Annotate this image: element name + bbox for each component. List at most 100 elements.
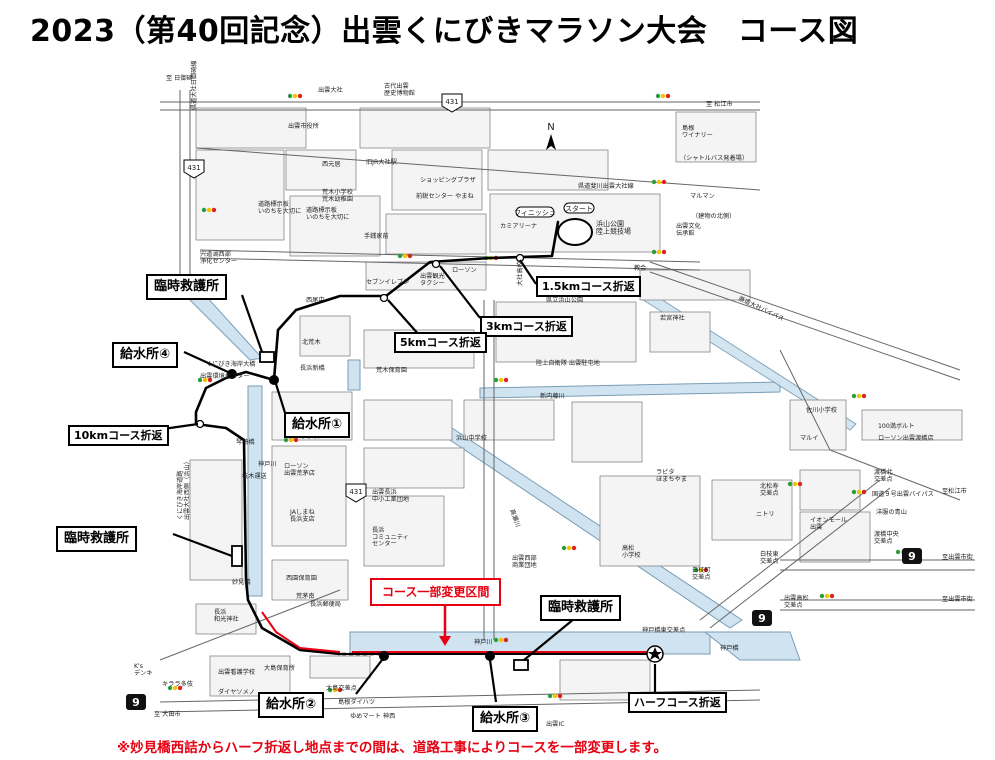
callout-water-4: 給水所④	[112, 342, 179, 368]
svg-text:県立浜山公園: 県立浜山公園	[546, 296, 583, 304]
callout-temp-aid-3: 臨時救護所	[540, 595, 622, 621]
callout-turn-1-5k: 1.5kmコース折返	[536, 276, 641, 297]
svg-text:琴崎橋: 琴崎橋	[236, 438, 255, 446]
callout-turn-3k: 3kmコース折返	[480, 316, 573, 337]
svg-text:マルイ: マルイ	[800, 435, 819, 442]
water-1-dot	[269, 375, 279, 385]
course-markers	[195, 253, 664, 671]
svg-text:宍道湖西部浄化センター: 宍道湖西部浄化センター	[200, 250, 237, 265]
svg-text:JAしまね長浜支店: JAしまね長浜支店	[289, 509, 315, 523]
svg-text:陸上自衛隊 出雲駐屯地: 陸上自衛隊 出雲駐屯地	[536, 359, 600, 367]
svg-text:ダイヤソメノ: ダイヤソメノ	[218, 688, 255, 696]
start-label: スタート	[565, 204, 593, 213]
svg-text:出雲文化伝承館: 出雲文化伝承館	[676, 222, 701, 237]
svg-text:出雲観光タクシー: 出雲観光タクシー	[420, 272, 445, 287]
svg-text:佐川小学校: 佐川小学校	[806, 406, 837, 414]
svg-text:洋服の青山: 洋服の青山	[876, 508, 907, 516]
svg-text:ローソン: ローソン	[452, 267, 477, 274]
callout-turn-5k: 5kmコース折返	[394, 332, 487, 353]
callout-water-1: 給水所①	[284, 412, 351, 438]
svg-text:くにびき海岸大橋: くにびき海岸大橋	[206, 360, 256, 368]
venue-label: 浜山公園陸上競技場	[596, 219, 631, 236]
label-to-matsue: 至 松江市	[706, 100, 733, 108]
svg-text:白枝町交差点: 白枝町交差点	[692, 566, 711, 581]
svg-text:ゆめマート 神西: ゆめマート 神西	[350, 712, 395, 720]
svg-text:ニトリ: ニトリ	[756, 511, 775, 518]
svg-text:新内藤川: 新内藤川	[540, 392, 565, 400]
callout-water-3: 給水所③	[472, 706, 539, 732]
svg-text:（シャトルバス発着場）: （シャトルバス発着場）	[680, 154, 748, 162]
north-arrow-icon: N	[546, 122, 556, 150]
canal-left	[247, 385, 263, 597]
course-change-note: ※妙見橋西詰からハーフ折返し地点までの間は、道路工事によりコースを一部変更します…	[117, 740, 668, 756]
svg-text:キララ多伎: キララ多伎	[162, 680, 193, 688]
callout-water-2: 給水所②	[258, 692, 325, 718]
svg-text:神戸川: 神戸川	[258, 460, 277, 468]
svg-text:荒茅南: 荒茅南	[296, 592, 315, 600]
label-to-oda: 至 大田市	[154, 710, 181, 718]
leader-lines	[155, 259, 657, 703]
route-sign: 431	[187, 164, 200, 172]
page-title: 2023（第40回記念）出雲くにびきマラソン大会 コース図	[30, 14, 859, 49]
svg-text:西尾中: 西尾中	[306, 296, 325, 304]
svg-text:カミアリーナ: カミアリーナ	[500, 223, 537, 230]
turn-5k-dot	[379, 293, 389, 303]
svg-text:（建物の北側）: （建物の北側）	[692, 212, 735, 220]
svg-text:県道斐川出雲大社線: 県道斐川出雲大社線	[578, 182, 634, 190]
svg-text:島根ワイナリー: 島根ワイナリー	[682, 124, 713, 139]
svg-text:長浜新橋: 長浜新橋	[300, 364, 326, 372]
svg-text:出雲IC: 出雲IC	[546, 720, 565, 728]
svg-text:荒木小学校荒木幼稚園: 荒木小学校荒木幼稚園	[322, 188, 353, 203]
svg-text:妙見橋: 妙見橋	[232, 578, 251, 586]
svg-text:長浜コミュニティセンター: 長浜コミュニティセンター	[372, 526, 409, 548]
svg-text:出雲西部商業団地: 出雲西部商業団地	[512, 554, 537, 569]
svg-text:浜山中学校: 浜山中学校	[456, 434, 487, 442]
svg-text:荒木保育園: 荒木保育園	[376, 366, 407, 374]
route-sign: 431	[349, 488, 362, 496]
callout-turn-half: ハーフコース折返	[628, 692, 727, 713]
svg-text:くにびき海岸道路出雲大社西側（浜山）: くにびき海岸道路出雲大社西側（浜山）	[176, 458, 191, 520]
svg-text:ローソン出雲渡橋店: ローソン出雲渡橋店	[878, 434, 934, 442]
map-labels: 至 日御碕 至 松江市 至松江市 至出雲市街 至出雲市街 至 大田市 出雲大社 …	[134, 61, 973, 729]
svg-text:大社高校: 大社高校	[516, 261, 524, 286]
svg-text:神戸川: 神戸川	[474, 638, 493, 646]
route-sign: 9	[908, 550, 916, 563]
water-2-dot	[379, 651, 389, 661]
svg-text:旧JR大社駅: 旧JR大社駅	[366, 158, 397, 166]
svg-text:出雲看護学校: 出雲看護学校	[218, 668, 255, 676]
svg-text:出雲市役所: 出雲市役所	[288, 122, 319, 130]
route-shields: 431 431 431 9 9 9	[126, 93, 922, 710]
svg-text:大島保育所: 大島保育所	[264, 664, 295, 672]
svg-text:セブンイレブン: セブンイレブン	[366, 278, 409, 286]
svg-text:大島交差点: 大島交差点	[326, 684, 357, 692]
shinnai-river	[479, 381, 781, 399]
svg-text:若宮神社: 若宮神社	[660, 314, 685, 322]
aid-square-2	[231, 545, 243, 567]
start-finish: フィニッシュ スタート 浜山公園陸上競技場	[514, 202, 631, 236]
svg-text:前鋭センター やまね: 前鋭センター やまね	[416, 192, 474, 200]
turn-half-marker	[646, 645, 664, 663]
route-sign: 431	[445, 98, 458, 106]
finish-label: フィニッシュ	[514, 209, 556, 217]
svg-text:県道大社日御碕線: 県道大社日御碕線	[190, 61, 198, 111]
svg-text:出雲長浜中小工業団地: 出雲長浜中小工業団地	[372, 488, 409, 503]
svg-text:北荒木: 北荒木	[302, 338, 321, 346]
svg-text:道路標示板いのちを大切に: 道路標示板いのちを大切に	[306, 206, 349, 221]
svg-text:ローソン出雲荒茅店: ローソン出雲荒茅店	[284, 463, 315, 477]
svg-text:長浜和光神社: 長浜和光神社	[214, 608, 239, 623]
callout-temp-aid-1: 臨時救護所	[146, 274, 228, 300]
svg-text:マルマン: マルマン	[690, 193, 715, 200]
svg-text:ラピタほまちやま: ラピタほまちやま	[656, 468, 687, 483]
svg-text:渡橋中央交差点: 渡橋中央交差点	[874, 530, 900, 545]
svg-text:神戸橋: 神戸橋	[720, 644, 739, 652]
label-to-hinomisaki: 至 日御碕	[166, 74, 193, 82]
svg-text:国道９号出雲バイパス: 国道９号出雲バイパス	[872, 490, 934, 498]
label-to-matsue-right: 至松江市	[942, 487, 967, 495]
canal-mid	[347, 359, 361, 391]
water-4-dot	[227, 369, 237, 379]
turn-3k-dot	[431, 259, 441, 269]
svg-text:100満ボルト: 100満ボルト	[878, 422, 915, 430]
route-sign: 9	[758, 612, 766, 625]
course-change-section	[261, 606, 652, 656]
